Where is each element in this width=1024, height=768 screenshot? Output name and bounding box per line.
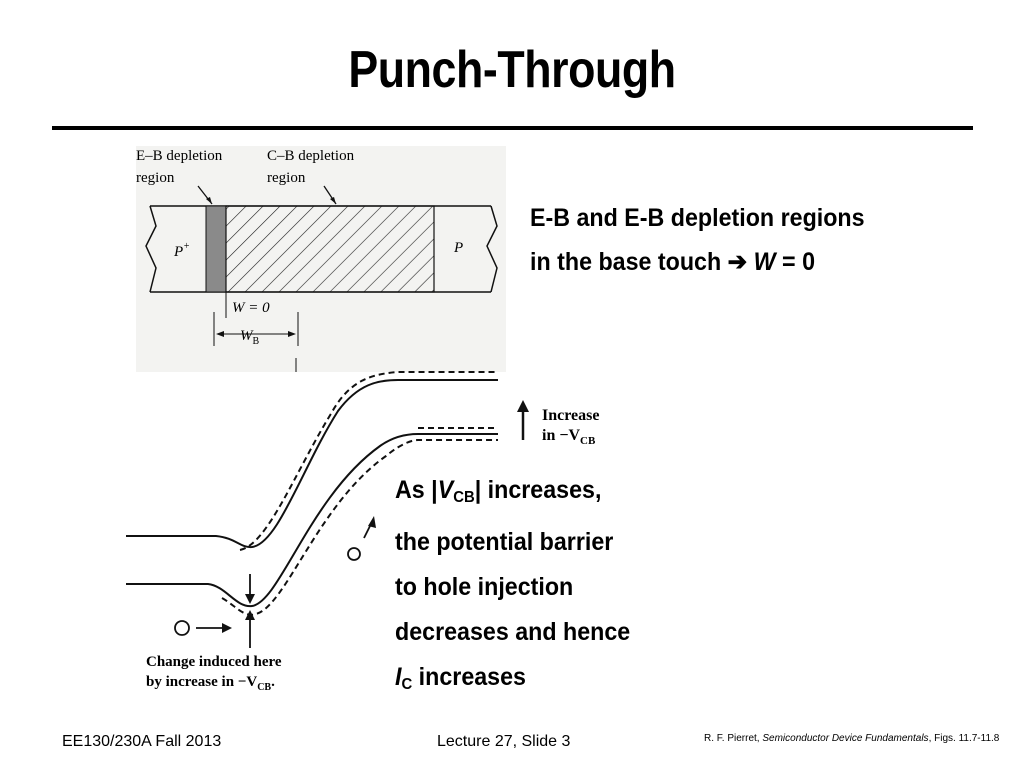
hole-circle-right — [347, 547, 361, 561]
depletion-region-figure: E–B depletion region C–B depletion regio… — [136, 146, 506, 372]
footer-course: EE130/230A Fall 2013 — [62, 733, 222, 750]
eb-label-line2: region — [136, 170, 175, 186]
lower-band-dashed — [221, 427, 498, 616]
slide-title: Punch-Through — [348, 41, 676, 99]
bar-left-break — [145, 205, 157, 293]
increase-label-line2: in −VCB — [542, 427, 596, 447]
eb-depletion-region — [205, 205, 227, 293]
wb-label: WB — [240, 328, 260, 347]
band-diagram: Increase in −VCB Change induced here by … — [126, 371, 599, 693]
bullet2-line3: to hole injection — [395, 573, 574, 601]
title-rule — [52, 126, 973, 130]
bullet1-line2: in the base touch ➔ W = 0 — [530, 248, 816, 276]
p-plus-label: P+ — [173, 241, 190, 260]
w-variable: W — [753, 248, 776, 276]
w-zero-label: W = 0 — [232, 300, 270, 316]
bullet-barrier-decrease: As |VCB| increases, the potential barrie… — [395, 468, 693, 707]
change-label-line2: by increase in −VCB. — [146, 674, 275, 693]
bullet1-line1: E-B and E-B depletion regions — [530, 204, 865, 232]
upper-band-dashed — [239, 371, 498, 551]
change-label-line1: Change induced here — [146, 654, 282, 670]
footer-slide-number: Lecture 27, Slide 3 — [437, 733, 571, 750]
band-diagram-figure: Increase in −VCB Change induced here by … — [118, 366, 638, 696]
bullet2-line2: the potential barrier — [395, 528, 614, 556]
hole-arrow-right — [368, 516, 376, 528]
bullet2-line5: IC increases — [395, 663, 526, 693]
upper-band-solid — [126, 379, 498, 549]
change-arrow-up — [245, 610, 255, 620]
cb-label-line1: C–B depletion — [267, 148, 355, 164]
depletion-region-diagram: E–B depletion region C–B depletion regio… — [136, 148, 498, 372]
bullet2-line1: As |VCB| increases, — [395, 476, 602, 506]
bar-right-break — [486, 205, 498, 293]
increase-label-line1: Increase — [542, 407, 599, 424]
right-arrow-icon: ➔ — [727, 248, 748, 276]
footer-citation: R. F. Pierret, Semiconductor Device Fund… — [704, 733, 1000, 744]
cb-depletion-region — [225, 205, 435, 293]
bullet2-line4: decreases and hence — [395, 618, 631, 646]
change-arrow-down — [245, 594, 255, 604]
hole-arrow-left — [222, 623, 232, 633]
cb-label-line2: region — [267, 170, 306, 186]
hole-circle-left — [174, 620, 190, 636]
p-right-label: P — [453, 240, 463, 256]
eb-label-line1: E–B depletion — [136, 148, 223, 164]
lower-band-solid — [126, 433, 498, 608]
bullet-depletion-touch: E-B and E-B depletion regions in the bas… — [530, 196, 958, 284]
